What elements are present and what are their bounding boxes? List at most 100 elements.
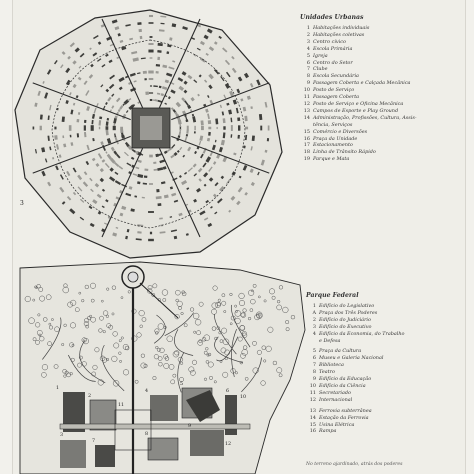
housing-block — [187, 74, 193, 80]
tree-mark — [147, 288, 153, 294]
housing-block — [55, 165, 59, 171]
legend-item-number: 14 — [309, 414, 316, 421]
housing-block — [59, 174, 64, 180]
tree-mark — [168, 364, 175, 370]
radial-avenue — [171, 135, 270, 174]
tree-mark — [84, 317, 90, 323]
tree-mark — [203, 350, 208, 355]
housing-block — [238, 175, 242, 179]
housing-block — [185, 119, 189, 123]
housing-block — [163, 194, 169, 199]
housing-block — [208, 166, 213, 172]
housing-block — [232, 99, 238, 105]
legend-item-number: 16 — [309, 428, 316, 435]
housing-block — [192, 116, 197, 123]
housing-block — [223, 94, 227, 99]
housing-block — [109, 176, 116, 182]
tree-mark — [240, 353, 246, 359]
tree-mark — [254, 314, 261, 321]
housing-block — [114, 171, 119, 176]
housing-block — [56, 144, 60, 150]
housing-block — [65, 67, 71, 74]
housing-block — [157, 99, 163, 103]
housing-block — [207, 95, 210, 98]
tree-mark — [154, 328, 160, 334]
legend-item-label: Passagem Coberta e Calçada Mecânica — [313, 80, 411, 87]
tree-mark — [222, 371, 229, 378]
tree-mark — [252, 283, 257, 288]
housing-block — [208, 126, 212, 130]
housing-block — [184, 114, 188, 121]
housing-block — [70, 109, 74, 115]
tree-mark — [136, 332, 142, 338]
legend-item-label: Museu e Galeria Nacional — [319, 355, 384, 362]
housing-block — [114, 135, 118, 142]
housing-block — [161, 86, 168, 91]
housing-block — [145, 91, 150, 95]
housing-block — [113, 161, 120, 167]
legend-item-label: Estacionamento — [313, 142, 353, 149]
tree-mark — [32, 298, 36, 302]
housing-block — [86, 144, 90, 151]
legend-item-continuation: e Defesa — [306, 338, 404, 345]
legend-item-label: Praça dos Três Poderes — [319, 309, 378, 316]
housing-block — [79, 216, 85, 221]
housing-block — [194, 150, 198, 155]
legend-item-label: Clube — [313, 66, 328, 73]
housing-block — [171, 23, 177, 28]
housing-block — [177, 135, 181, 139]
tree-mark — [172, 351, 180, 358]
housing-block — [100, 141, 104, 146]
housing-block — [115, 153, 121, 159]
housing-block — [225, 71, 231, 78]
housing-block — [41, 170, 46, 177]
housing-block — [90, 125, 94, 131]
housing-block — [226, 102, 230, 106]
housing-block — [137, 159, 142, 163]
housing-block — [182, 26, 188, 31]
housing-block — [112, 125, 116, 131]
tree-mark — [285, 327, 290, 332]
housing-block — [178, 85, 185, 91]
tree-mark — [54, 326, 60, 332]
tree-mark — [152, 283, 158, 289]
housing-block — [72, 167, 77, 173]
park-path — [153, 314, 166, 344]
housing-block — [246, 95, 251, 100]
housing-block — [108, 59, 113, 64]
tree-mark — [179, 376, 184, 382]
housing-block — [77, 112, 81, 115]
urban-legend-title: Unidades Urbanas — [300, 14, 364, 21]
housing-block — [105, 126, 109, 130]
tree-mark — [162, 298, 167, 302]
federal-building-8 — [147, 437, 179, 461]
housing-block — [137, 173, 144, 179]
housing-block — [101, 159, 106, 163]
legend-item-label-cont: tência, Serviços — [313, 121, 353, 128]
housing-block — [98, 120, 102, 126]
legend-item-number: 5 — [312, 348, 316, 355]
tree-mark — [67, 301, 74, 308]
housing-block — [157, 50, 162, 53]
housing-block — [172, 60, 176, 63]
tree-mark — [250, 298, 256, 305]
housing-block — [83, 119, 87, 123]
tree-mark — [102, 310, 109, 316]
park-path — [79, 339, 106, 384]
housing-block — [67, 55, 71, 60]
legend-item-label: Praça da Unidade — [313, 135, 358, 142]
housing-block — [69, 92, 72, 96]
federal-building-9 — [190, 430, 224, 456]
housing-block — [249, 83, 254, 88]
housing-block — [108, 83, 115, 89]
housing-block — [198, 140, 202, 146]
tree-mark — [213, 380, 217, 384]
tree-mark — [159, 347, 165, 354]
